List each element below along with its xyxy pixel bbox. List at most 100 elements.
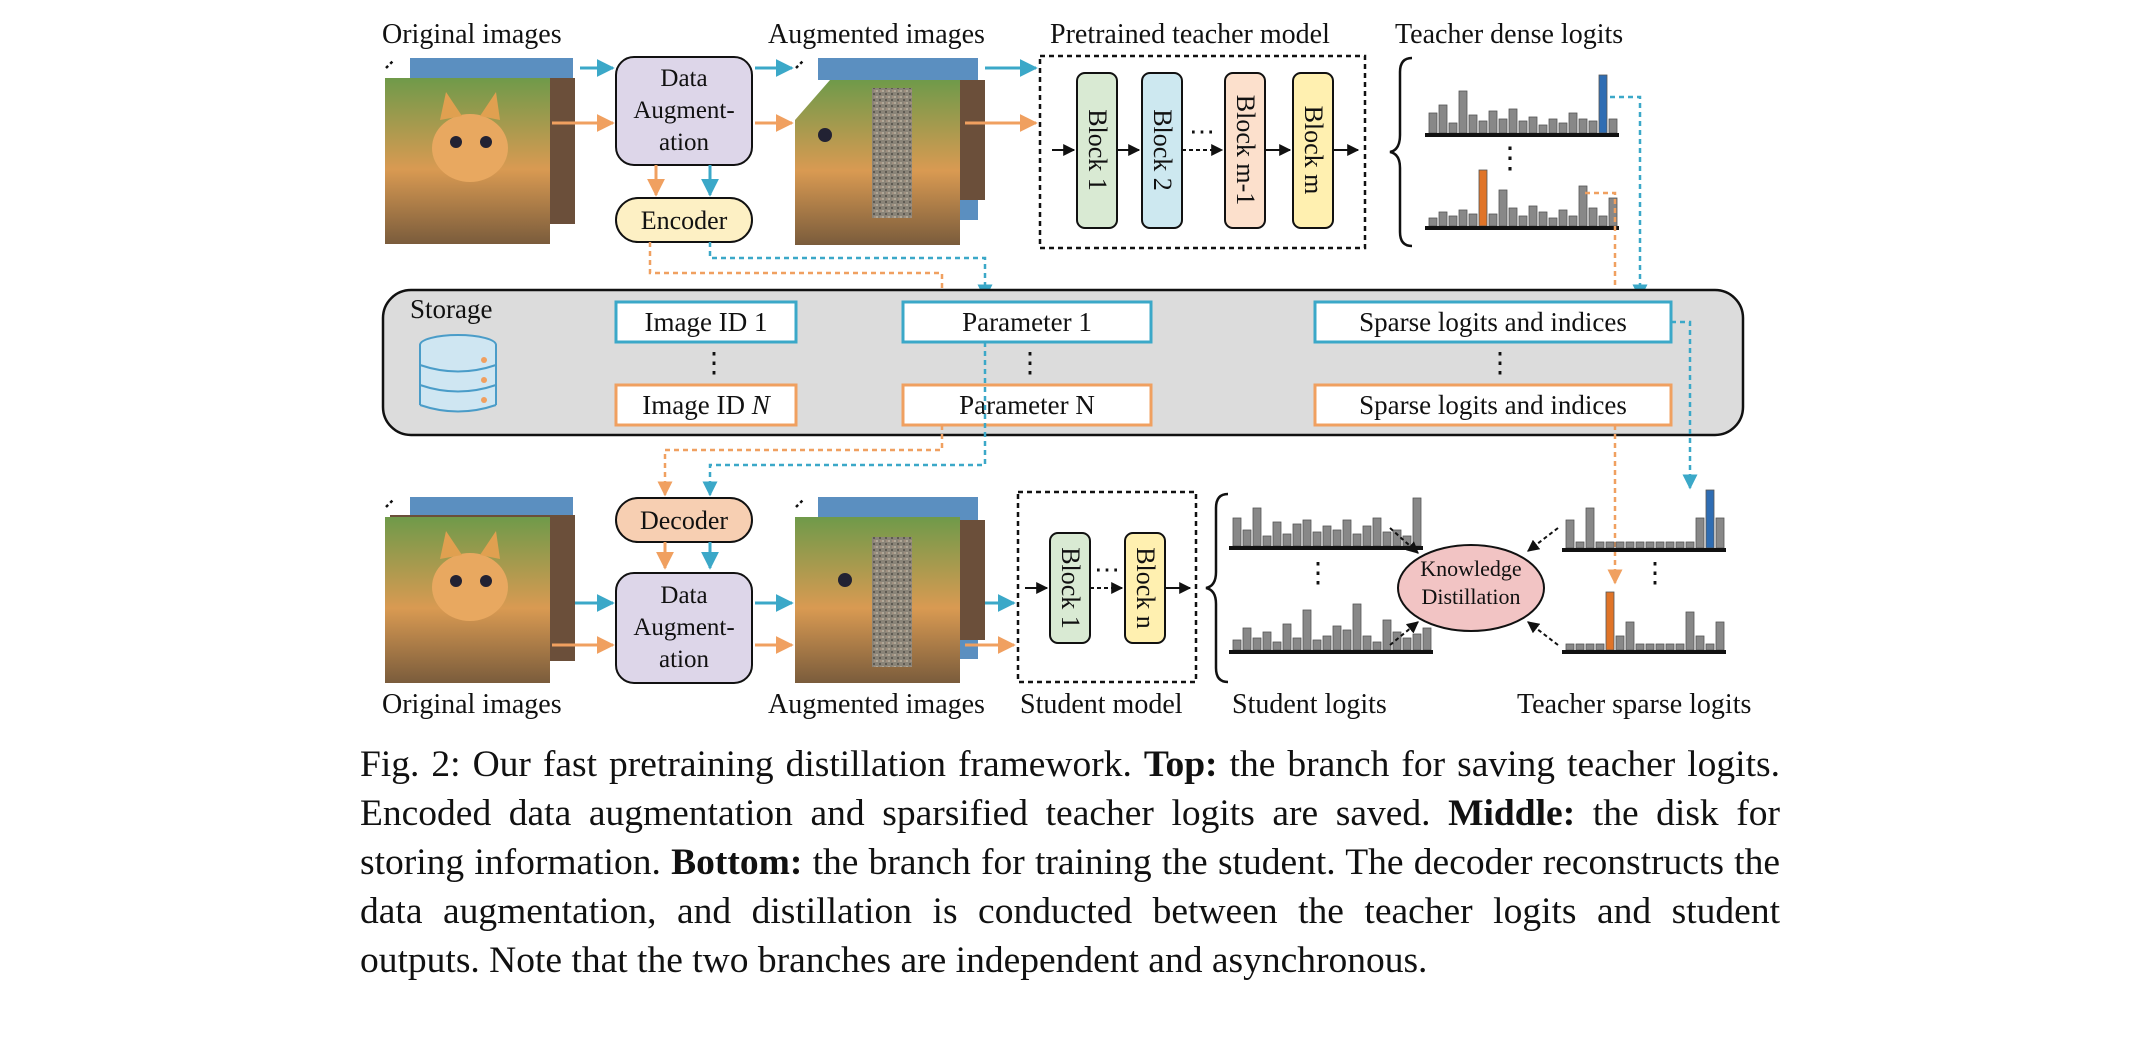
teacher-block-m-1-label: Block m-1 <box>1231 95 1260 206</box>
stud2-bar <box>1252 637 1262 651</box>
student-model-box <box>1016 490 1198 684</box>
dense2-bar <box>1458 209 1468 227</box>
parameter-1-box <box>901 300 1153 344</box>
teacher-sparse-logits-label: Teacher sparse logits <box>1517 689 1751 720</box>
stud1-bar <box>1312 531 1322 547</box>
parameter-n-label: Parameter N <box>959 390 1095 420</box>
sparse2-bar <box>1675 643 1685 651</box>
stud1-bar <box>1412 497 1422 547</box>
dense1-bar <box>1468 114 1478 134</box>
top-original-image-stack <box>385 58 575 244</box>
sparse1-bar <box>1615 541 1625 549</box>
teacher-dense-logits-1 <box>1425 74 1619 137</box>
top-data-aug-line2: Augment- <box>633 97 734 124</box>
dense2-bar <box>1428 217 1438 227</box>
student-block-ellipsis: ⋯ <box>1094 555 1120 584</box>
caption-fig-label: Fig. 2: <box>360 744 461 785</box>
stud2-bar <box>1282 623 1292 651</box>
caption-text-1: Our fast pretraining distillation framew… <box>460 744 1144 785</box>
sparse2-bar <box>1655 643 1665 651</box>
sparse-logits-vdots: ⋮ <box>1641 558 1669 589</box>
sparse1-bar <box>1715 517 1725 549</box>
stud2-bar <box>1232 639 1242 651</box>
stud1-bar <box>1242 529 1252 547</box>
bottom-data-aug-line1: Data <box>660 582 707 609</box>
knowledge-distillation-node <box>1397 544 1545 632</box>
dense1-bar <box>1438 104 1448 134</box>
framework-diagram: Original images Augmented images Pretrai… <box>381 19 1751 720</box>
kd-line2: Distillation <box>1422 584 1521 609</box>
dense1-bar <box>1548 118 1558 134</box>
dense1-bar <box>1458 90 1468 134</box>
student-logits-brace <box>1205 492 1229 684</box>
sparse-logits-n-label: Sparse logits and indices <box>1359 390 1627 420</box>
dense2-bar <box>1488 213 1498 227</box>
sparse2-bar <box>1625 621 1635 651</box>
image-id-1-label: Image ID 1 <box>645 307 768 337</box>
stud2-bar <box>1242 627 1252 651</box>
sparse2-bar <box>1695 635 1705 651</box>
sparse2-bar <box>1615 635 1625 651</box>
dense1-bar <box>1598 74 1608 134</box>
dense1-bar <box>1538 124 1548 134</box>
sparse1-bar <box>1585 507 1595 549</box>
parameter-n-box <box>901 383 1153 427</box>
kd-line1: Knowledge <box>1420 556 1521 581</box>
stud2-bar <box>1362 635 1372 651</box>
student-model-label: Student model <box>1020 689 1183 720</box>
teacher-block-ellipsis: ⋯ <box>1189 117 1215 146</box>
student-block-1-label: Block 1 <box>1056 547 1085 629</box>
student-logits-vdots: ⋮ <box>1304 558 1332 589</box>
sparse1-bar <box>1575 541 1585 549</box>
sparse2-bar <box>1575 643 1585 651</box>
dense2-bar <box>1528 205 1538 227</box>
dense1-bar <box>1478 120 1488 134</box>
teacher-model-box <box>1038 54 1367 250</box>
dense2-bar <box>1438 211 1448 227</box>
bottom-original-images-label: Original images <box>382 689 562 720</box>
sparse1-bar <box>1635 541 1645 549</box>
stud1-bar <box>1302 519 1312 547</box>
sparse1-bar <box>1565 519 1575 549</box>
top-augmented-images-label: Augmented images <box>768 19 985 50</box>
student-logits-2 <box>1229 603 1433 654</box>
stud1-bar <box>1352 533 1362 547</box>
sparse2-bar <box>1595 643 1605 651</box>
stud1-bar <box>1362 525 1372 547</box>
dense2-bar <box>1448 215 1458 227</box>
image-id-n-label: Image ID N <box>642 390 771 420</box>
bottom-original-image-stack <box>385 497 575 683</box>
stud1-bar <box>1252 507 1262 547</box>
dense1-bar <box>1518 120 1528 134</box>
sparse1-bar <box>1605 541 1615 549</box>
stud2-bar <box>1352 603 1362 651</box>
encoder-box <box>615 197 753 243</box>
stud1-bar <box>1272 521 1282 547</box>
teacher-sparse-logits-2 <box>1562 591 1726 654</box>
sparse2-bar <box>1565 643 1575 651</box>
stud2-bar <box>1372 641 1382 651</box>
teacher-sparse-logits-1 <box>1562 489 1726 552</box>
dense1-bar <box>1428 112 1438 134</box>
sparse2-bar <box>1705 643 1715 651</box>
dense1-bar <box>1588 120 1598 134</box>
dense1-bar <box>1568 112 1578 134</box>
sparse2-bar <box>1635 643 1645 651</box>
teacher-logits-vdots: ⋮ <box>1495 142 1525 175</box>
sparse2-bar <box>1605 591 1615 651</box>
stud2-bar <box>1412 633 1422 651</box>
decoder-label: Decoder <box>640 506 728 535</box>
teacher-block-2-label: Block 2 <box>1148 109 1177 191</box>
dense2-bar <box>1588 207 1598 227</box>
teacher-block-m-label: Block m <box>1299 106 1328 195</box>
image-id-vdots: ⋮ <box>700 348 728 379</box>
bottom-augmented-image-stack <box>795 497 985 683</box>
dense1-bar <box>1448 122 1458 134</box>
encoder-label: Encoder <box>641 206 728 235</box>
teacher-dense-logits-title: Teacher dense logits <box>1395 19 1623 50</box>
database-icon <box>419 334 497 413</box>
sparse1-bar <box>1625 541 1635 549</box>
decoder-box <box>615 497 753 543</box>
storage-title: Storage <box>410 294 492 324</box>
dense1-bar <box>1578 118 1588 134</box>
